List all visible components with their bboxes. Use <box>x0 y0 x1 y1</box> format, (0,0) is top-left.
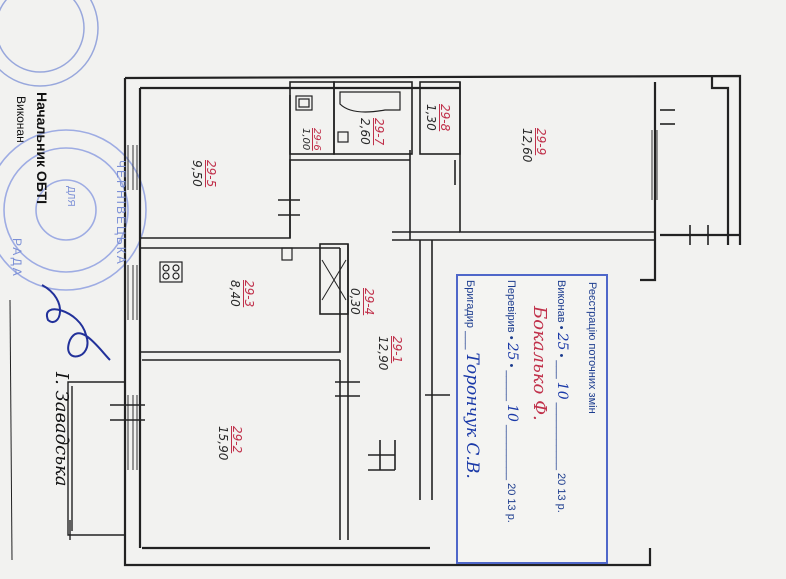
performed-month: 10 <box>554 381 570 400</box>
official-signature-scribble <box>41 284 111 361</box>
kitchen-sink-icon <box>281 247 293 261</box>
bathtub-icon <box>339 91 401 113</box>
door-marks <box>110 109 709 471</box>
room-area: 0,30 <box>348 288 362 315</box>
performed-label: Виконав <box>555 280 567 323</box>
room-area: 8,40 <box>228 280 242 307</box>
round-stamp-seal <box>0 129 147 291</box>
room-number: 29-5 <box>204 160 218 188</box>
room-number: 29-2 <box>230 426 244 454</box>
performed-year: 20 13 р. <box>555 473 567 513</box>
foreman-label: Бригадир <box>464 280 476 329</box>
room-label-29-5: 29-5 9,50 <box>190 160 218 187</box>
registration-stamp: Реєстрацію поточних змін Виконав • 25 • … <box>456 274 608 564</box>
room-number: 29-3 <box>242 280 256 308</box>
official-name: І. Завадська <box>51 372 72 487</box>
room-area: 2,60 <box>358 118 372 145</box>
stamp-checked-row: Перевірив • 25 • _____ 10 _________ 20 1… <box>504 280 520 523</box>
room-label-29-1: 29-1 12,90 <box>376 336 404 370</box>
stove-icon <box>159 261 183 283</box>
windows <box>127 130 658 470</box>
room-area: 12,60 <box>520 128 534 163</box>
round-stamp-text: ЧЕРНІВЕЦЬКА <box>114 160 128 266</box>
foreman-name: Торончук С.В. <box>462 352 482 479</box>
toilet-icon <box>295 95 313 111</box>
balcony <box>67 381 125 540</box>
sink-icon <box>337 131 349 143</box>
round-stamp-text-3: ДЛЯ <box>65 186 76 207</box>
room-area: 12,90 <box>376 336 390 371</box>
checked-month: 10 <box>504 404 520 422</box>
checked-label: Перевірив <box>505 280 517 333</box>
room-number: 29-7 <box>372 118 386 146</box>
inner-walls <box>140 81 655 540</box>
room-area: 1,00 <box>300 128 311 151</box>
stamp-title: Реєстрацію поточних змін <box>586 282 598 414</box>
room-area: 15,90 <box>216 426 230 461</box>
performed-day: 25 <box>554 332 570 351</box>
room-area: 1,30 <box>424 104 438 131</box>
room-area: 9,50 <box>190 160 204 187</box>
room-number: 29-9 <box>534 128 548 156</box>
room-label-29-6: 29-6 1,00 <box>300 128 322 151</box>
room-number: 29-6 <box>311 128 322 151</box>
outer-walls <box>123 74 742 567</box>
official-title: Начальник ОБТІ <box>34 92 50 204</box>
stamp-performed-row: Виконав • 25 • ___ 10 ___________ 20 13 … <box>554 280 570 513</box>
round-stamp-top <box>0 0 99 87</box>
official-top-text: Виконан <box>14 96 28 143</box>
room-label-29-3: 29-3 8,40 <box>228 280 256 307</box>
checked-year: 20 13 р. <box>505 483 517 523</box>
room-number: 29-4 <box>362 288 376 316</box>
room-label-29-8: 29-8 1,30 <box>424 104 452 131</box>
room-label-29-9: 29-9 12,60 <box>520 128 548 162</box>
performed-signature: Бокалько Ф. <box>529 306 550 421</box>
room-label-29-2: 29-2 15,90 <box>216 426 244 460</box>
room-label-29-4: 29-4 0,30 <box>348 288 376 315</box>
signature-line <box>9 299 13 561</box>
stamp-foreman-row: Бригадир ___ Торончук С.В. <box>462 280 482 479</box>
room-number: 29-8 <box>438 104 452 132</box>
checked-day: 25 <box>504 342 520 361</box>
pantry-hatch-2 <box>321 259 347 301</box>
round-stamp-text-2: РАДА <box>10 238 24 278</box>
room-number: 29-1 <box>390 336 404 364</box>
room-label-29-7: 29-7 2,60 <box>358 118 386 145</box>
